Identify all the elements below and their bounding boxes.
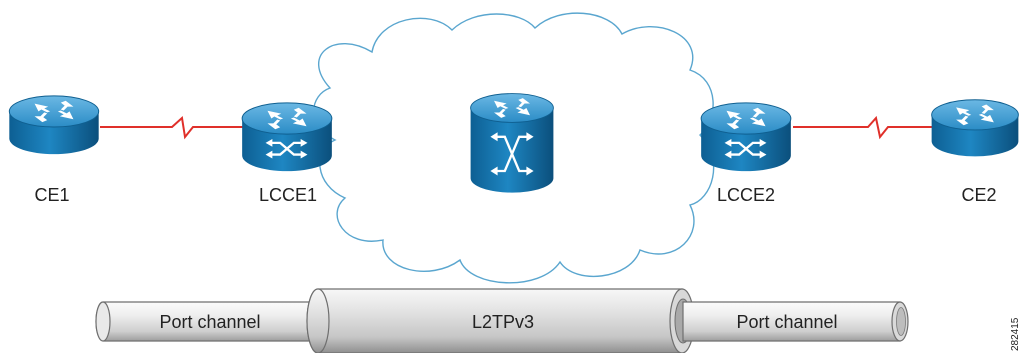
lcce2-switching-router-icon bbox=[699, 101, 793, 173]
l2tpv3-label: L2TPv3 bbox=[472, 312, 534, 332]
core-switch-icon bbox=[469, 92, 555, 194]
lcce2-label: LCCE2 bbox=[717, 185, 775, 205]
ce1-label: CE1 bbox=[34, 185, 69, 205]
ce2-label: CE2 bbox=[961, 185, 996, 205]
link-ce1-lcce1 bbox=[100, 116, 248, 140]
tunnel-pipe bbox=[95, 288, 909, 353]
figure-id: 282415 bbox=[1010, 317, 1021, 351]
link-lcce2-ce2 bbox=[793, 115, 935, 140]
lcce1-label: LCCE1 bbox=[259, 185, 317, 205]
port-channel-left-label: Port channel bbox=[159, 312, 260, 332]
ce2-router-icon bbox=[931, 99, 1019, 157]
port-channel-right-label: Port channel bbox=[736, 312, 837, 332]
lcce1-switching-router-icon bbox=[240, 101, 334, 173]
ce1-router-icon bbox=[8, 95, 100, 155]
